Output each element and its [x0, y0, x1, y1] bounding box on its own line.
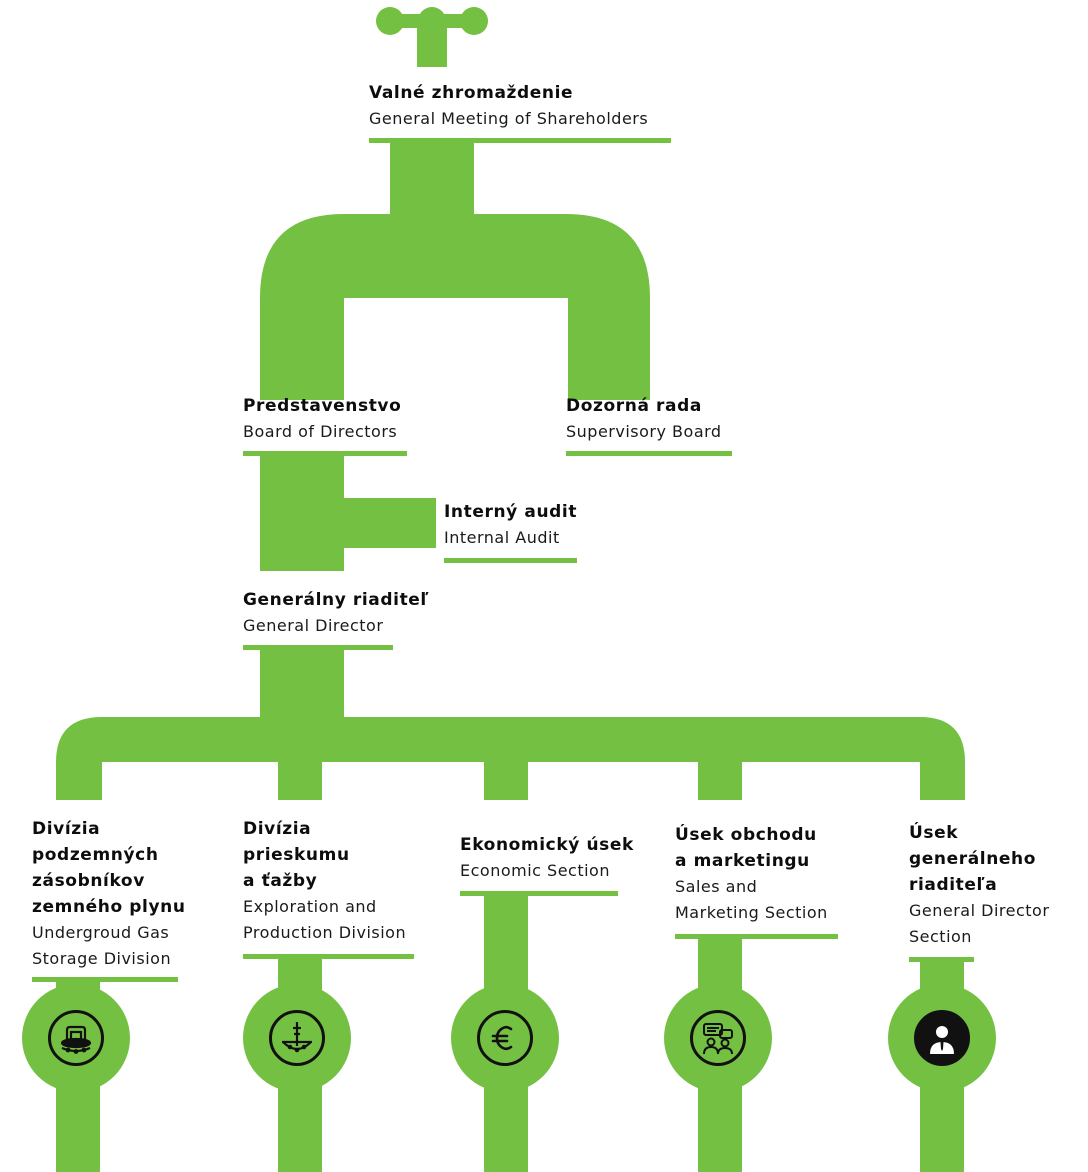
- node-general-director-section: Úsek generálneho riaditeľa General Direc…: [909, 820, 1049, 950]
- node-internal-audit: Interný audit Internal Audit: [444, 499, 577, 551]
- sup-underline: [566, 451, 732, 456]
- gas-storage-icon: [48, 1010, 104, 1066]
- euro-icon: [477, 1010, 533, 1066]
- node-general-meeting: Valné zhromaždenie General Meeting of Sh…: [369, 80, 648, 132]
- node-title-en: Exploration and Production Division: [243, 897, 407, 942]
- node-title-sk: Interný audit: [444, 502, 578, 522]
- node-title-sk: Divízia prieskumu a ťažby: [243, 819, 350, 891]
- valve-handle-icon: [376, 7, 488, 67]
- node-economic-section: Ekonomický úsek Economic Section: [460, 832, 634, 884]
- gd-underline: [243, 645, 393, 650]
- node-title-sk: Úsek generálneho riaditeľa: [909, 823, 1037, 895]
- node-title-en: Supervisory Board: [566, 422, 722, 441]
- node-title-en: General Director Section: [909, 901, 1050, 946]
- node-general-director: Generálny riaditeľ General Director: [243, 587, 429, 639]
- node-title-en: General Director: [243, 616, 384, 635]
- drilling-rig-icon: [269, 1010, 325, 1066]
- eco-underline: [460, 891, 618, 896]
- node-title-en: Undergroud Gas Storage Division: [32, 923, 172, 968]
- ia-underline: [444, 558, 577, 563]
- div2-underline: [243, 954, 414, 959]
- gm-underline: [369, 138, 671, 143]
- node-title-en: Internal Audit: [444, 528, 560, 547]
- node-title-sk: Valné zhromaždenie: [369, 83, 574, 103]
- div1-underline: [32, 977, 178, 982]
- node-board-of-directors: Predstavenstvo Board of Directors: [243, 393, 401, 445]
- node-title-sk: Dozorná rada: [566, 396, 702, 416]
- node-supervisory-board: Dozorná rada Supervisory Board: [566, 393, 722, 445]
- node-title-sk: Úsek obchodu a marketingu: [675, 825, 817, 871]
- node-title-sk: Generálny riaditeľ: [243, 590, 430, 610]
- gds-underline: [909, 957, 974, 962]
- node-title-en: General Meeting of Shareholders: [369, 109, 649, 128]
- people-chat-icon: [690, 1010, 746, 1066]
- node-sales-section: Úsek obchodu a marketingu Sales and Mark…: [675, 822, 828, 926]
- sales-underline: [675, 934, 838, 939]
- node-title-en: Board of Directors: [243, 422, 398, 441]
- node-title-sk: Ekonomický úsek: [460, 835, 634, 855]
- bod-underline: [243, 451, 407, 456]
- node-gas-storage-division: Divízia podzemných zásobníkov zemného pl…: [32, 816, 186, 972]
- node-title-en: Economic Section: [460, 861, 610, 880]
- person-icon: [914, 1010, 970, 1066]
- node-title-en: Sales and Marketing Section: [675, 877, 828, 922]
- node-title-sk: Predstavenstvo: [243, 396, 402, 416]
- node-exploration-division: Divízia prieskumu a ťažby Exploration an…: [243, 816, 406, 946]
- node-title-sk: Divízia podzemných zásobníkov zemného pl…: [32, 819, 186, 917]
